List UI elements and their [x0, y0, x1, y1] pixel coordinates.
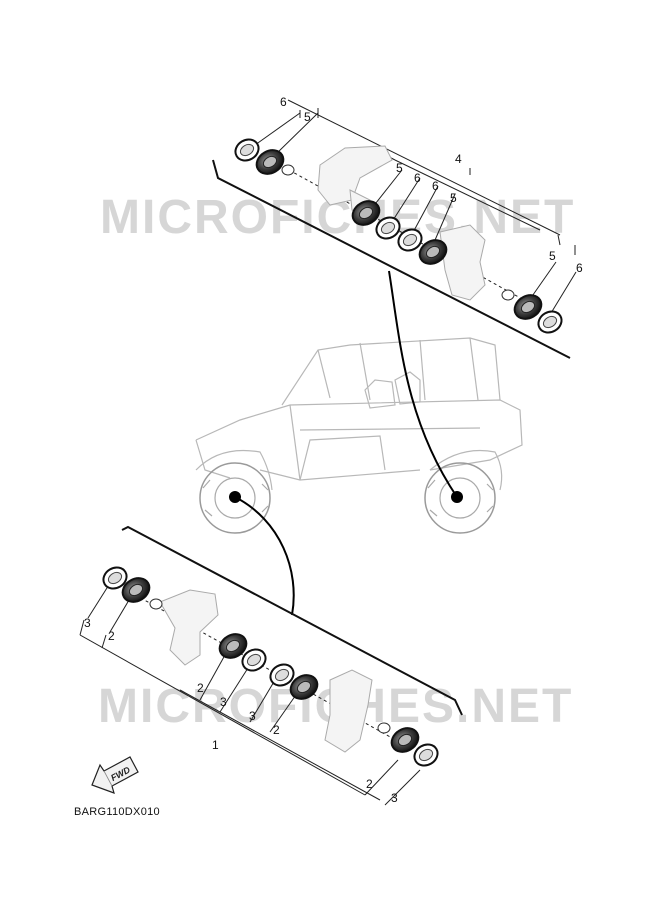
lower-bearing-mid-1	[218, 633, 248, 659]
diagram-code-label: BARG110DX010	[74, 806, 160, 818]
lower-bearing-left-1	[121, 577, 151, 603]
callout-lower-2-a: 2	[108, 629, 115, 643]
upper-seal-mid-1	[375, 216, 401, 240]
lower-bearing-group: 3 2 2 3 3 1 2 2 3	[79, 525, 463, 806]
upper-bearing-right	[513, 294, 543, 320]
callout-lower-3-c: 3	[249, 709, 256, 723]
lower-spacer-ring	[149, 598, 163, 610]
upper-seal-right	[537, 310, 563, 334]
front-knuckle	[159, 589, 373, 753]
callout-lower-3-a: 3	[84, 616, 91, 630]
callout-lower-2-b: 2	[197, 681, 204, 695]
upper-bearing-mid-1	[351, 200, 381, 226]
utv-vehicle	[195, 337, 523, 534]
callout-upper-5-b: 5	[396, 161, 403, 175]
lower-seal-right	[413, 743, 439, 767]
lower-seal-mid-1	[241, 648, 267, 672]
lower-seal-mid-2	[269, 663, 295, 687]
callout-upper-5-c: 5	[450, 191, 457, 205]
upper-spacer-ring-right	[501, 289, 515, 301]
callout-upper-6-d: 6	[576, 261, 583, 275]
upper-bearing-left-1	[255, 149, 285, 175]
lower-seal-left-1	[102, 566, 128, 590]
callout-upper-6-a: 6	[280, 95, 287, 109]
lower-bracket-line	[121, 525, 463, 716]
fwd-arrow-icon: FWD	[91, 756, 139, 794]
lower-bearing-right	[390, 727, 420, 753]
callout-upper-5-a: 5	[304, 110, 311, 124]
front-leader-line	[234, 496, 295, 616]
callout-lower-2-c: 2	[273, 723, 280, 737]
upper-seal-left-1	[234, 138, 260, 162]
lower-spacer-ring-right	[377, 722, 391, 734]
callout-upper-4: 4	[455, 152, 462, 166]
upper-bearing-group: 6 5 5 6 4 6 5 5 6	[212, 95, 583, 359]
lower-bearing-mid-2	[289, 674, 319, 700]
upper-bearing-mid-2	[418, 239, 448, 265]
upper-bracket-line	[212, 159, 571, 359]
callout-lower-1: 1	[212, 738, 219, 752]
callout-upper-6-c: 6	[432, 179, 439, 193]
upper-seal-mid-2	[397, 228, 423, 252]
rear-leader-line	[388, 270, 458, 498]
callout-upper-6-b: 6	[414, 171, 421, 185]
callout-lower-3-b: 3	[220, 695, 227, 709]
upper-spacer-ring	[281, 164, 295, 176]
callout-upper-5-d: 5	[549, 249, 556, 263]
callout-lower-2-d: 2	[366, 777, 373, 791]
callout-lower-3-d: 3	[391, 791, 398, 805]
